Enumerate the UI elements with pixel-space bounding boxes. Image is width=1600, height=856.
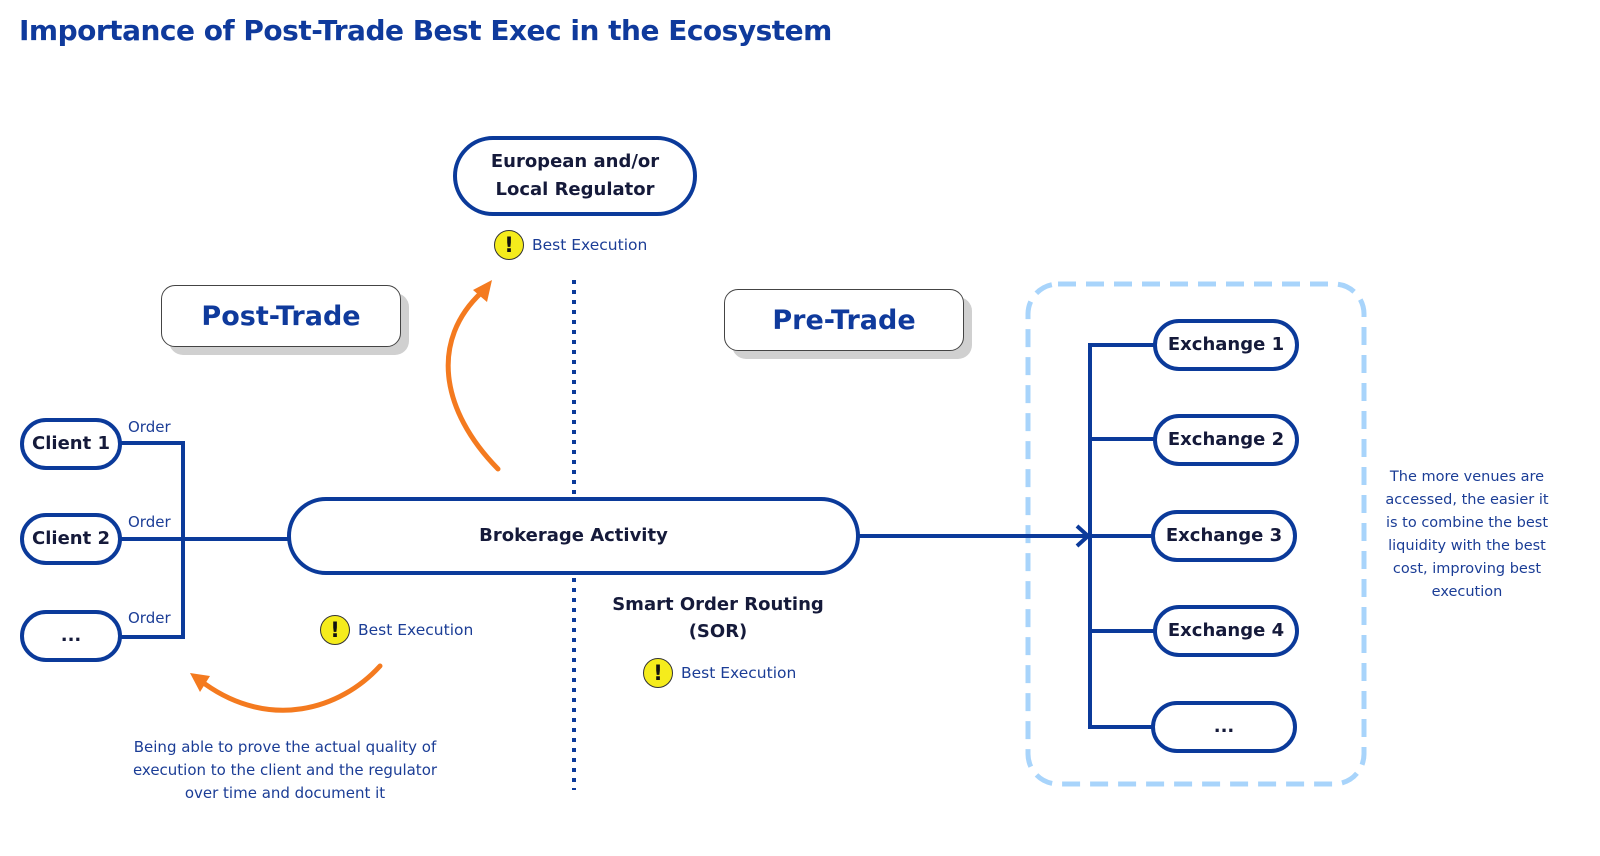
exchange-node-3[interactable]: Exchange 3 [1151, 510, 1297, 562]
client-node-more[interactable]: ... [20, 610, 122, 662]
post-trade-note: Being able to prove the actual quality o… [132, 738, 438, 802]
orange-arrow-to-clients [202, 663, 383, 713]
venues-note: The more venues are accessed, the easier… [1385, 469, 1549, 600]
brokerage-activity-node[interactable]: Brokerage Activity [287, 497, 860, 575]
exchange-node-more[interactable]: ... [1151, 701, 1297, 753]
exchange-node-1[interactable]: Exchange 1 [1153, 319, 1299, 371]
order-label-3: Order [128, 609, 171, 627]
sor-label: Smart Order Routing (SOR) [612, 594, 824, 642]
order-label-2: Order [128, 513, 171, 531]
pre-trade-label: Pre-Trade [724, 289, 964, 351]
sor-best-execution: ! Best Execution [643, 658, 796, 688]
best-execution-label: Best Execution [681, 664, 797, 682]
post-trade-label: Post-Trade [161, 285, 401, 347]
client-node-1[interactable]: Client 1 [20, 418, 122, 470]
post-trade-best-execution: ! Best Execution [320, 615, 473, 645]
orange-arrowhead-left [190, 673, 210, 692]
client-node-2[interactable]: Client 2 [20, 513, 122, 565]
orange-arrowhead-up [473, 280, 492, 302]
orange-arrow-to-regulator [445, 289, 501, 472]
warning-icon: ! [320, 615, 350, 645]
page-title: Importance of Post-Trade Best Exec in th… [19, 14, 832, 47]
warning-icon: ! [494, 230, 524, 260]
exchange-node-4[interactable]: Exchange 4 [1153, 605, 1299, 657]
order-label-1: Order [128, 418, 171, 436]
exchange-node-2[interactable]: Exchange 2 [1153, 414, 1299, 466]
regulator-best-execution: ! Best Execution [494, 230, 647, 260]
best-execution-label: Best Execution [532, 236, 648, 254]
warning-icon: ! [643, 658, 673, 688]
best-execution-label: Best Execution [358, 621, 474, 639]
regulator-node[interactable]: European and/or Local Regulator [453, 136, 697, 216]
